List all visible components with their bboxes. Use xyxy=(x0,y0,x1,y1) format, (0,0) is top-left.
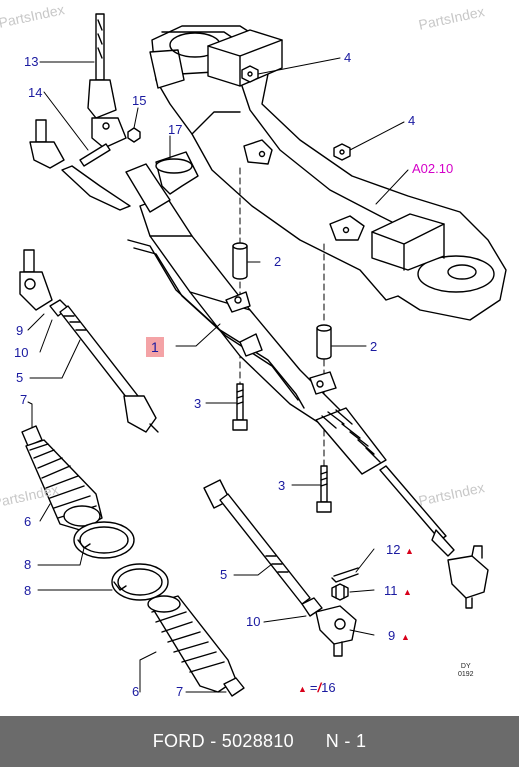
pinch-bolt xyxy=(79,143,111,167)
callout-12[interactable]: 12 xyxy=(386,542,401,557)
callout-11[interactable]: 11 xyxy=(384,583,398,598)
rack-inner-rod-right xyxy=(379,465,455,557)
stamp-line-2: 0192 xyxy=(458,671,474,678)
steering-rack-housing xyxy=(125,163,341,431)
callout-6-upper[interactable]: 6 xyxy=(24,514,32,529)
clamp-8-upper xyxy=(73,521,135,559)
clamp-8-lower xyxy=(111,563,169,601)
bolt-3-upper xyxy=(232,383,248,431)
marker-12-icon: ▲ xyxy=(405,546,414,556)
callout-4-lower[interactable]: 4 xyxy=(408,113,416,128)
legend-value: 16 xyxy=(321,680,336,695)
callout-7-lower[interactable]: 7 xyxy=(176,684,184,699)
callout-5-right[interactable]: 5 xyxy=(220,567,228,582)
callout-10-left[interactable]: 10 xyxy=(14,345,29,360)
inner-tie-rod-right xyxy=(203,479,311,605)
marker-9-icon: ▲ xyxy=(401,632,410,642)
nut-4-upper xyxy=(241,65,259,83)
callout-14[interactable]: 14 xyxy=(28,85,43,100)
marker-11-icon: ▲ xyxy=(403,587,412,597)
callout-8-upper[interactable]: 8 xyxy=(24,557,32,572)
intermediate-shaft xyxy=(87,13,127,149)
legend: ▲=/16 xyxy=(298,680,336,695)
bellows-boot-left xyxy=(25,439,103,531)
drawing-stamp: DY 0192 xyxy=(458,663,474,679)
callout-8-lower[interactable]: 8 xyxy=(24,583,32,598)
bellows-boot-lower xyxy=(147,595,237,693)
callout-4-upper[interactable]: 4 xyxy=(344,50,352,65)
legend-slash: / xyxy=(317,680,322,695)
callout-9-left[interactable]: 9 xyxy=(16,323,24,338)
stamp-line-1: DY xyxy=(460,663,471,670)
callout-17[interactable]: 17 xyxy=(168,122,183,137)
castle-nut xyxy=(331,583,349,601)
tie-rod-end-right xyxy=(315,605,357,657)
callout-6-lower[interactable]: 6 xyxy=(132,684,140,699)
callout-9-right[interactable]: 9 xyxy=(388,628,396,643)
part-number-footer: FORD - 5028810 N - 1 xyxy=(0,716,519,767)
clip-7-lower xyxy=(223,677,245,697)
crossmember xyxy=(149,25,507,321)
callout-3-upper[interactable]: 3 xyxy=(194,396,202,411)
upper-tie-rod-end xyxy=(29,119,131,211)
callout-2-lower[interactable]: 2 xyxy=(370,339,378,354)
footer-text: FORD - 5028810 N - 1 xyxy=(152,731,367,751)
callout-2-upper[interactable]: 2 xyxy=(274,254,282,269)
callout-3-lower[interactable]: 3 xyxy=(278,478,286,493)
callout-15[interactable]: 15 xyxy=(132,93,147,108)
bolt-3-lower xyxy=(316,465,332,513)
nut-4-lower xyxy=(333,143,351,161)
callout-13[interactable]: 13 xyxy=(24,54,39,69)
callout-5-left[interactable]: 5 xyxy=(16,370,24,385)
bush-2-lower xyxy=(316,324,332,360)
rack-tie-rod-end-right xyxy=(447,545,489,609)
callout-7-upper[interactable]: 7 xyxy=(20,392,28,407)
rack-right-boot xyxy=(315,407,387,475)
callout-ref-a02-10[interactable]: A02.10 xyxy=(412,161,454,176)
pinion-boot xyxy=(155,151,199,195)
tie-rod-end-left xyxy=(19,249,53,311)
split-pin xyxy=(331,567,359,583)
lock-nut-right xyxy=(301,597,323,617)
callout-1-highlighted[interactable]: 1 xyxy=(146,337,164,357)
nut-15 xyxy=(127,127,141,143)
legend-equals: = xyxy=(309,680,318,695)
legend-triangle-icon: ▲ xyxy=(298,684,307,694)
callout-10-right[interactable]: 10 xyxy=(246,614,261,629)
bush-2-upper xyxy=(232,242,248,280)
inner-tie-rod-left xyxy=(59,305,159,433)
steering-rack-exploded-diagram xyxy=(19,13,507,697)
